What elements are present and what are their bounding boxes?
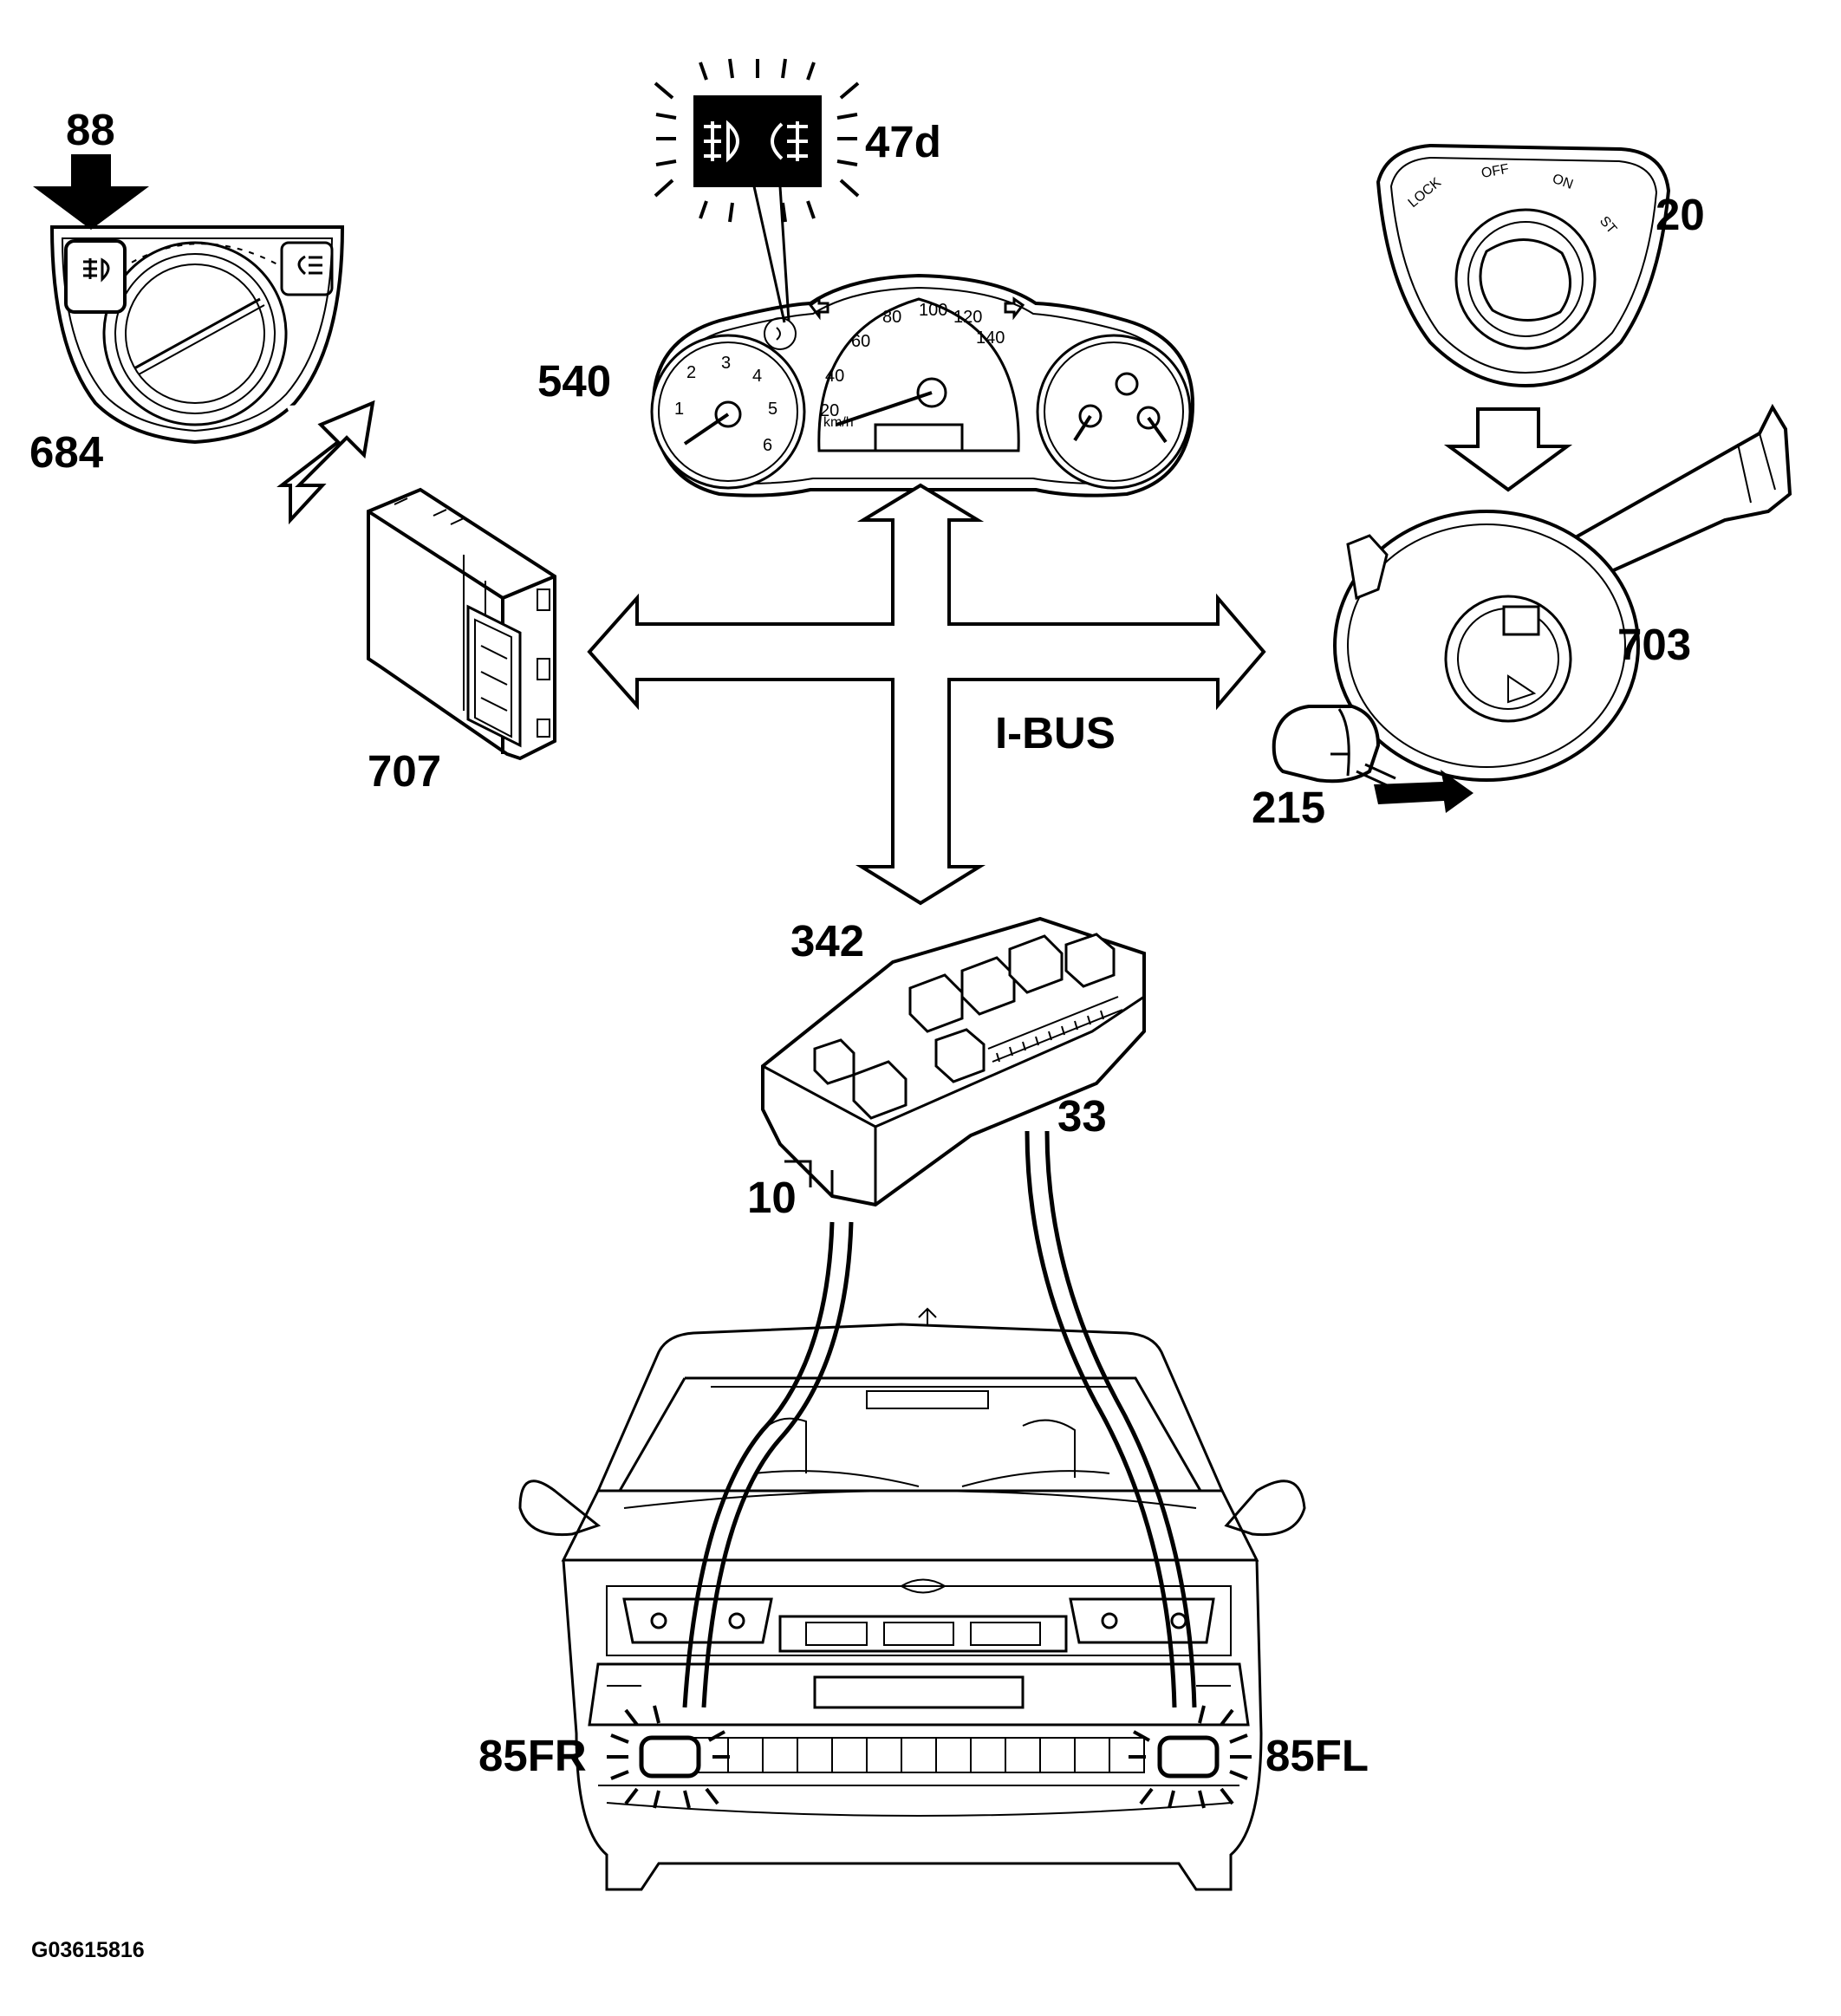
speed-tick-80: 80 (882, 308, 901, 327)
label-703: 703 (1617, 620, 1692, 669)
fog-lamp-85fr (607, 1705, 730, 1809)
speed-tick-40: 40 (825, 367, 844, 386)
pull-arrow-icon (1374, 770, 1473, 813)
figure-id: G03615816 (31, 1938, 145, 1962)
ignition-pos-off: OFF (1480, 162, 1511, 181)
label-88: 88 (66, 105, 115, 154)
ibus-arrows (587, 483, 1266, 906)
tach-tick-3: 3 (721, 354, 731, 373)
tach-tick-4: 4 (752, 367, 762, 386)
fog-lamp-fr-rays-icon (607, 1705, 730, 1809)
label-33: 33 (1057, 1091, 1107, 1141)
front-fog-icon (83, 257, 110, 283)
label-215: 215 (1252, 783, 1326, 832)
indicator-pointer-line (752, 185, 786, 323)
tach-tick-2: 2 (686, 363, 696, 382)
speed-tick-60: 60 (851, 332, 870, 351)
label-707: 707 (368, 746, 442, 796)
speed-tick-120: 120 (953, 308, 982, 327)
speed-tick-140: 140 (976, 328, 1005, 348)
label-85fl: 85FL (1265, 1731, 1369, 1780)
label-540: 540 (537, 356, 612, 406)
hollow-arrow-684-707 (276, 400, 375, 525)
tach-tick-5: 5 (768, 400, 777, 419)
speed-tick-20: 20 (820, 401, 839, 420)
speedo-scale: 20 40 60 80 100 120 140 km/h (820, 301, 1005, 430)
label-85fr: 85FR (478, 1731, 587, 1780)
label-47d: 47d (865, 117, 941, 166)
indicator-pointer-line-2 (778, 185, 790, 322)
wire-33 (1025, 1130, 1197, 1708)
hollow-arrow-20-703 (1443, 407, 1573, 492)
control-module-707 (367, 487, 556, 761)
car-front-view (518, 1307, 1306, 1891)
ignition-switch-20 (1376, 143, 1671, 388)
indicator-rear-fog-icon (771, 121, 808, 161)
fog-lamp-85fl (1129, 1705, 1252, 1809)
press-arrow-icon (33, 154, 149, 230)
speed-tick-100: 100 (919, 301, 947, 320)
fog-lamp-fl-rays-icon (1129, 1705, 1252, 1809)
pull-arrow-stripes (1356, 763, 1396, 787)
tacho-scale: 1 2 3 4 5 6 (674, 354, 777, 455)
tach-tick-1: 1 (674, 400, 684, 419)
label-ibus: I-BUS (995, 708, 1116, 758)
fuse-relay-box-342 (761, 916, 1146, 1207)
label-10: 10 (747, 1173, 797, 1222)
speed-unit: km/h (823, 415, 854, 430)
steering-column-switch-703 (1272, 403, 1792, 784)
cluster-needles (683, 391, 1168, 445)
glow-rays-icon (654, 58, 860, 223)
cluster-fog-indicator-icon (764, 296, 1025, 350)
wire-10 (682, 1221, 854, 1708)
label-684: 684 (29, 427, 104, 477)
tach-tick-6: 6 (763, 436, 772, 455)
light-switch-panel-684 (49, 225, 345, 445)
label-342: 342 (790, 916, 865, 966)
rear-fog-icon (297, 255, 322, 276)
indicator-front-fog-icon (704, 120, 739, 163)
label-20: 20 (1656, 190, 1705, 239)
